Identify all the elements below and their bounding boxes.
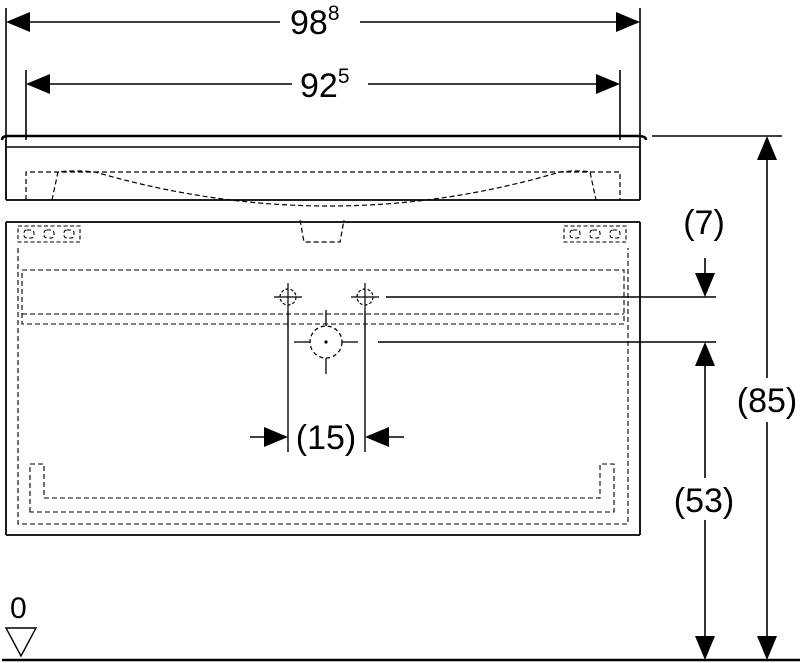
bracket-slot <box>609 229 621 239</box>
arrowhead-icon <box>365 427 389 447</box>
washbasin <box>0 134 648 243</box>
arrowhead-icon <box>6 12 30 32</box>
bowl-hidden-outline <box>25 171 621 200</box>
arrowhead-icon <box>616 12 640 32</box>
offset-label: (7) <box>683 204 725 242</box>
bracket-slot <box>43 229 55 239</box>
floor-level-label: 0 <box>10 592 27 625</box>
mounting-brackets <box>17 225 627 243</box>
drain-hidden-outline <box>299 219 345 243</box>
arrowhead-icon <box>26 74 50 94</box>
triangle-down-icon <box>4 627 38 658</box>
hole-spacing-label: (15) <box>296 419 356 457</box>
bowl-hidden-curve <box>51 170 597 207</box>
overall-width-dimension <box>5 8 641 140</box>
overall-width-label: 988 <box>290 2 340 42</box>
bracket-slot <box>589 229 601 239</box>
bracket-slot <box>63 229 75 239</box>
arrowhead-icon <box>695 342 715 366</box>
drain-height-label: (53) <box>674 482 734 520</box>
drain-center-dot <box>324 340 328 344</box>
arrowhead-icon <box>757 636 777 660</box>
arrowhead-icon <box>695 636 715 660</box>
inner-width-dimension <box>25 70 621 140</box>
cabinet-inner-outline <box>17 248 629 525</box>
total-height-label: (85) <box>737 382 797 420</box>
basin-top-edge <box>0 134 648 141</box>
bracket-slot <box>23 229 35 239</box>
inner-width-label: 925 <box>300 65 350 105</box>
arrowhead-icon <box>596 74 620 94</box>
arrowhead-icon <box>264 427 288 447</box>
arrowhead-icon <box>757 136 777 160</box>
cabinet <box>5 222 641 536</box>
lower-drawer-hidden-profile <box>29 463 615 513</box>
hole-spacing-dimension <box>250 311 404 452</box>
bracket-right <box>563 225 627 243</box>
arrowhead-icon <box>695 273 715 297</box>
bracket-slot <box>569 229 581 239</box>
vertical-dimensions <box>378 135 782 660</box>
connection-holes <box>274 283 379 374</box>
bracket-left <box>17 225 81 243</box>
